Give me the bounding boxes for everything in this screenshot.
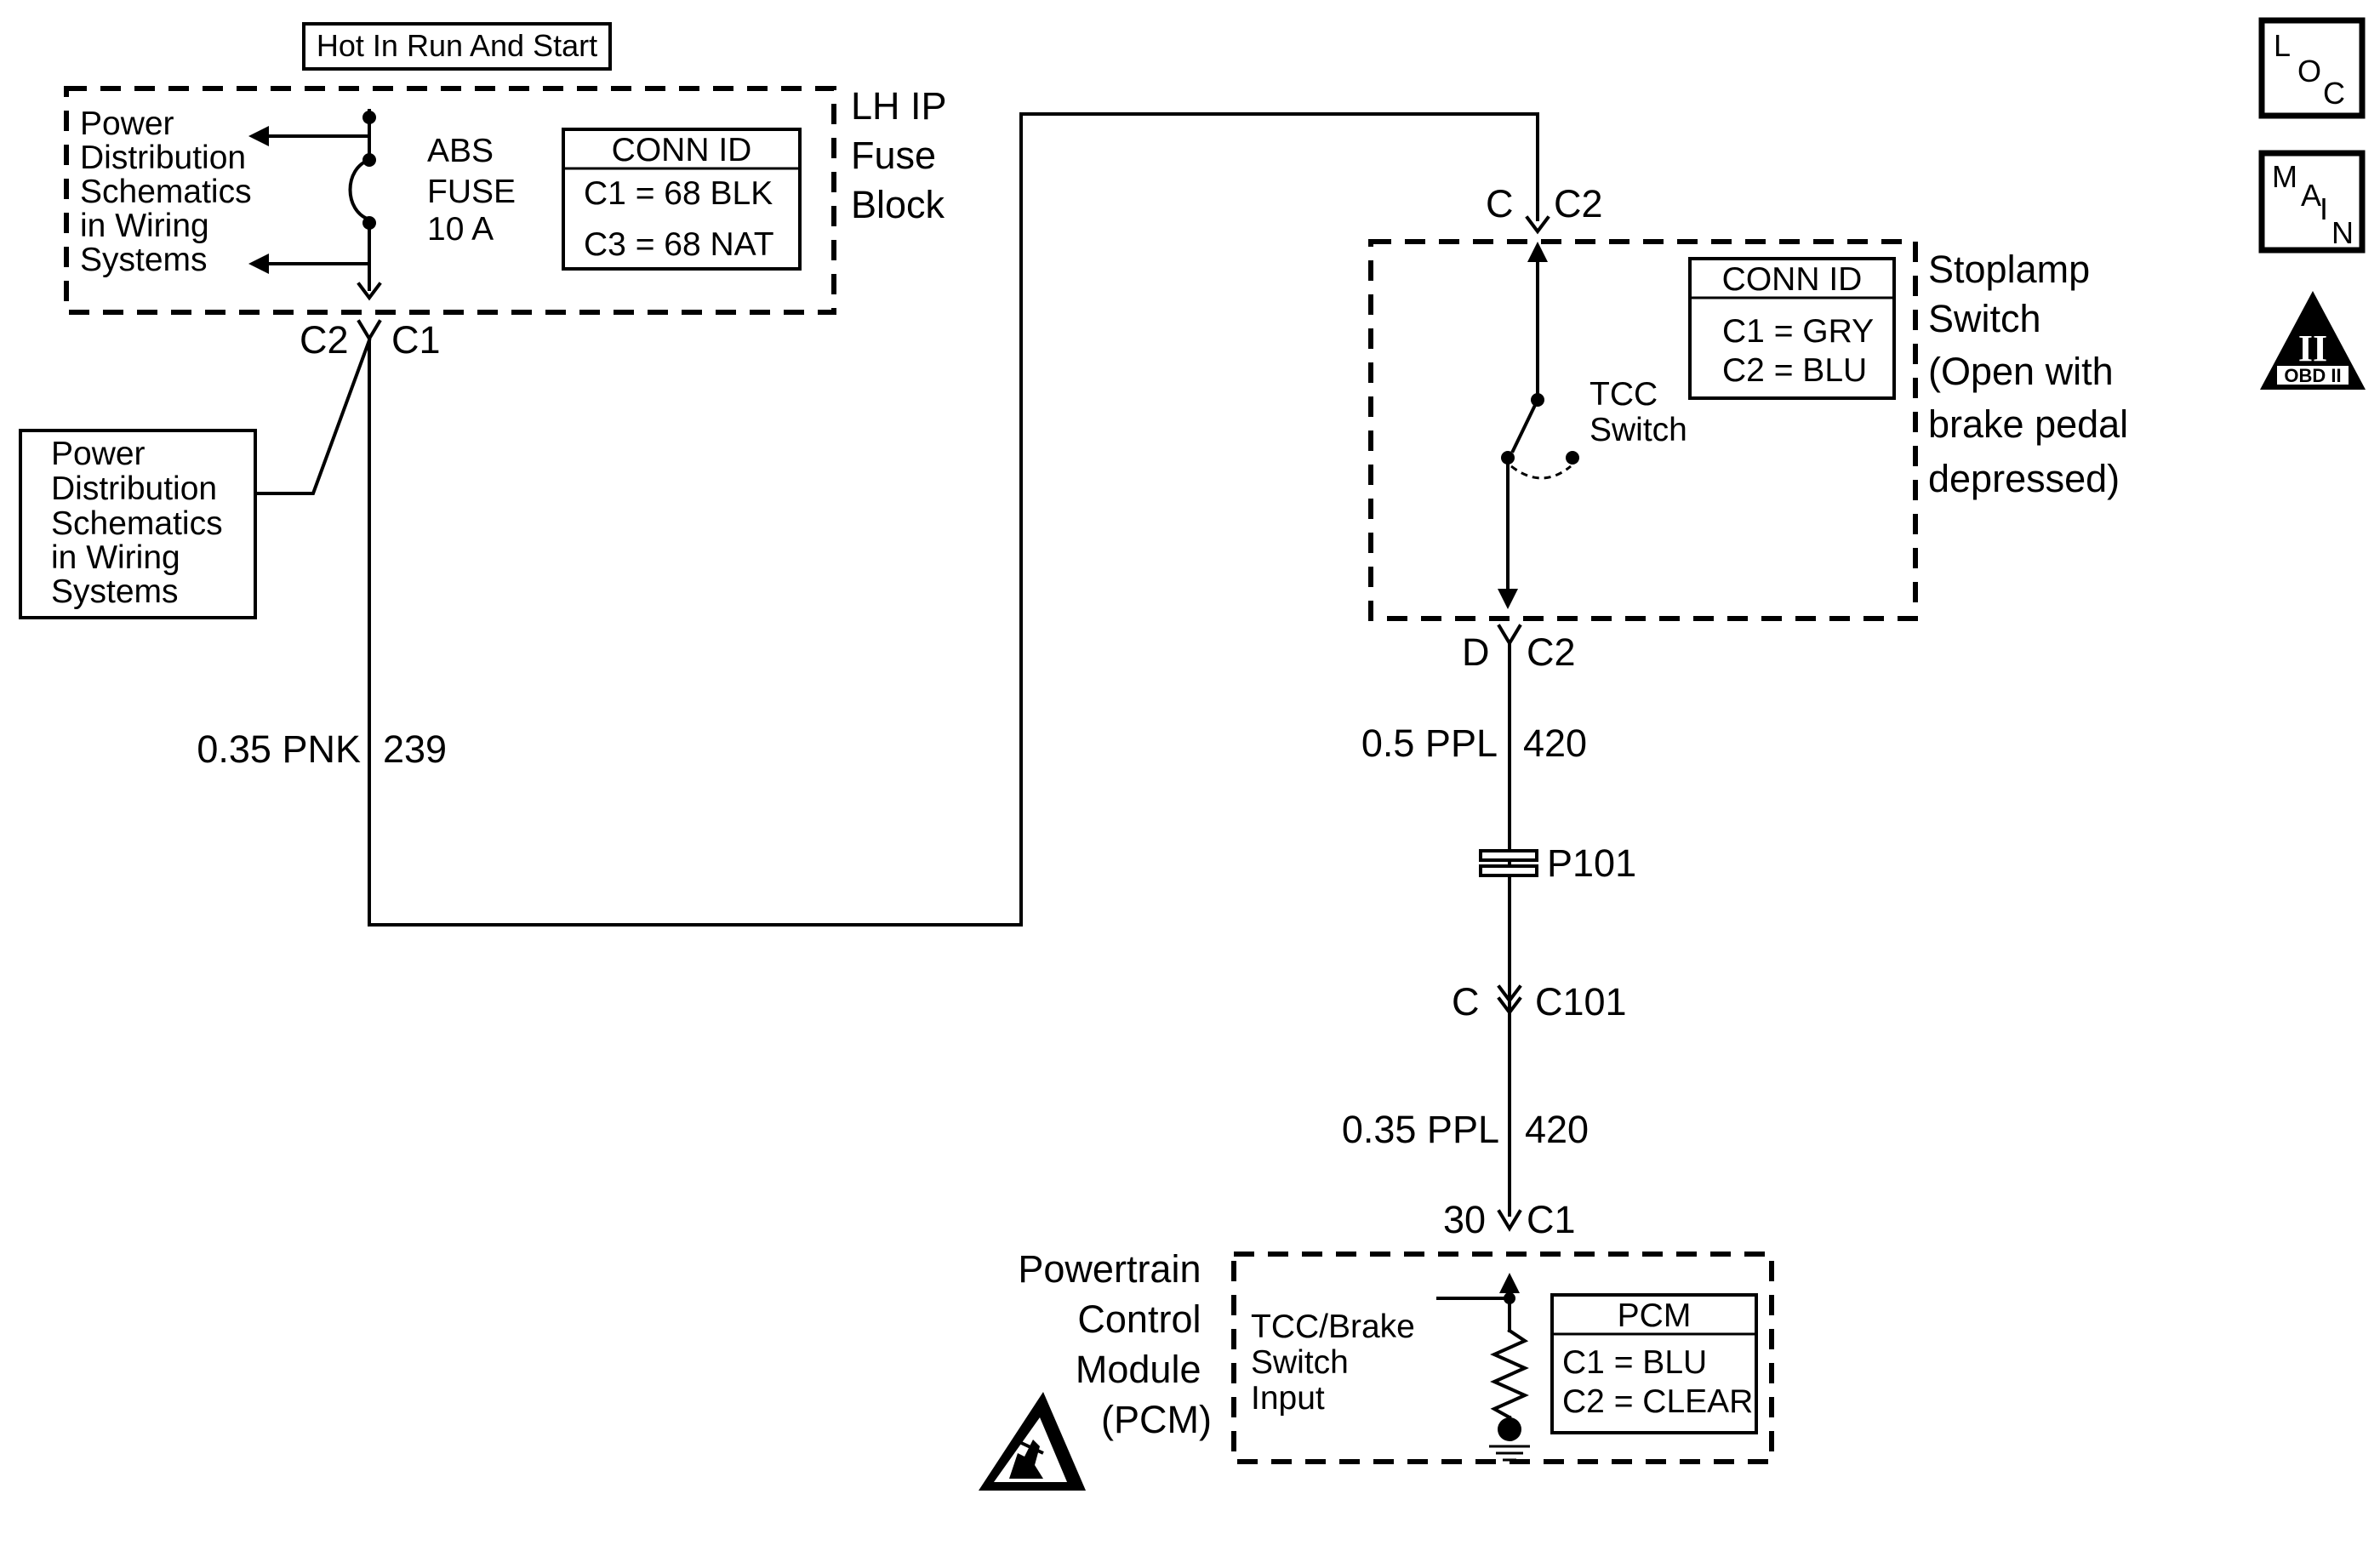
switch-travel-arc: [1510, 465, 1572, 480]
pcm-conn-id-box: [1550, 1293, 1758, 1434]
wire-420-lower-gauge: 0.35 PPL: [1342, 1108, 1499, 1151]
side-reference: Power Distribution Schematics in Wiring …: [19, 338, 372, 619]
side-reference-leader: [254, 338, 372, 495]
fuse-connector-pin: C2: [300, 318, 349, 362]
esd-warning-icon: [979, 1392, 1086, 1491]
fuse-conn-id-row: C1 = 68 BLK: [584, 175, 773, 212]
inline-connector-pin: C: [1452, 980, 1480, 1023]
pcm-conn-id-title: PCM: [1618, 1297, 1692, 1334]
pcm-input-arrow: [1499, 1273, 1520, 1293]
fuse-block-reference: Power Distribution Schematics in Wiring …: [80, 105, 260, 278]
pcm-conn-id-row: C2 = CLEAR: [1562, 1383, 1753, 1420]
stoplamp-top-pin: C: [1486, 182, 1514, 225]
hot-in-run-start-label: Hot In Run And Start: [317, 28, 597, 63]
stoplamp-bottom-pin: D: [1462, 630, 1490, 674]
switch-icon: [1510, 397, 1540, 453]
svg-text:M: M: [2272, 159, 2297, 194]
fuse-block: Hot In Run And Start Power Distribution …: [64, 22, 956, 362]
stoplamp-conn-id-title: CONN ID: [1722, 261, 1863, 298]
fuse-block-outline: [64, 86, 836, 315]
wire-420-lower-circuit: 420: [1525, 1108, 1589, 1151]
fuse-output-arrow: [357, 282, 382, 301]
wire-239-circuit: 239: [383, 727, 447, 771]
splice-pack-icon-lower: [1479, 864, 1538, 877]
ref-arrow-head-bottom: [248, 254, 269, 274]
ref-arrow-head-top: [248, 126, 269, 146]
fuse-conn-id-title: CONN ID: [612, 132, 752, 168]
wire-420: 0.5 PPL 420 P101 C C101 0.35 PPL 420: [1342, 641, 1636, 1217]
fuse-conn-id-box: [562, 128, 802, 271]
wire-420-upper-gauge: 0.5 PPL: [1361, 721, 1498, 765]
pcm-name: Powertrain Control Module (PCM): [1018, 1247, 1212, 1441]
svg-text:N: N: [2331, 215, 2354, 250]
inline-connector-name: C101: [1535, 980, 1627, 1023]
stoplamp-arrow-up: [1527, 242, 1548, 262]
pcm-connector-pin: 30: [1443, 1198, 1486, 1241]
svg-text:L: L: [2274, 28, 2291, 63]
svg-text:OBD II: OBD II: [2284, 365, 2341, 386]
abs-fuse-label: ABS FUSE 10 A: [427, 133, 525, 248]
stoplamp-conn-id-box: [1688, 257, 1896, 400]
side-reference-text: Power Distribution Schematics in Wiring …: [51, 436, 231, 610]
splice-pack-icon: [1479, 849, 1538, 862]
stoplamp-top-connector-symbol: [1525, 215, 1550, 235]
fuse-icon: [348, 157, 372, 222]
loc-icon[interactable]: L O C: [2258, 17, 2366, 119]
stoplamp-switch-outline: [1368, 239, 1918, 621]
stoplamp-conn-id-row: C1 = GRY: [1722, 313, 1874, 350]
stoplamp-conn-id-row: C2 = BLU: [1722, 352, 1867, 389]
pcm-connector-symbol: [1497, 1209, 1522, 1232]
splice-label: P101: [1547, 841, 1636, 885]
stoplamp-bottom-connector-symbol: [1497, 624, 1522, 647]
fuse-conn-id-row: C3 = 68 NAT: [584, 226, 774, 263]
wire-239: 0.35 PNK 239: [197, 112, 1539, 927]
wire-239-path: [368, 112, 1539, 927]
wire-420-upper-circuit: 420: [1523, 721, 1587, 765]
fuse-node-top: [362, 111, 376, 124]
svg-text:O: O: [2297, 54, 2321, 88]
stoplamp-bottom-connector-name: C2: [1527, 630, 1576, 674]
fuse-connector-name: C1: [391, 318, 441, 362]
obd-ii-icon[interactable]: II OBD II: [2260, 291, 2366, 390]
hot-in-run-start-box: [302, 22, 612, 71]
wire-239-gauge: 0.35 PNK: [197, 727, 361, 771]
stoplamp-switch-name: Stoplamp Switch (Open with brake pedal d…: [1928, 248, 2139, 500]
inline-connector-symbol-lower: [1497, 996, 1522, 1016]
resistor-icon: [1490, 1328, 1529, 1420]
stoplamp-arrow-down: [1498, 589, 1518, 609]
inline-connector-symbol: [1497, 984, 1522, 1004]
pcm-conn-id-row: C1 = BLU: [1562, 1344, 1707, 1381]
stoplamp-switch: C C2 TCC Switch CONN ID C1 = GRY C2 = BL…: [1368, 182, 2139, 674]
pcm: 30 C1 TCC/Brake Switch Input PCM C1 = BL…: [979, 1198, 1774, 1491]
svg-text:C: C: [2323, 76, 2345, 111]
pcm-input-label: TCC/Brake Switch Input: [1251, 1309, 1424, 1417]
ground-icon-lines: [1489, 1445, 1530, 1462]
main-icon[interactable]: M A I N: [2258, 150, 2366, 254]
tcc-switch-label: TCC Switch: [1590, 376, 1687, 448]
svg-text:A: A: [2301, 178, 2321, 213]
fuse-block-name: LH IP Fuse Block: [851, 84, 956, 226]
side-reference-box: [19, 429, 257, 619]
stoplamp-top-connector-name: C2: [1554, 182, 1603, 225]
ground-icon: [1498, 1417, 1521, 1441]
fuse-connector-symbol: [357, 319, 382, 342]
pcm-connector-name: C1: [1527, 1198, 1576, 1241]
svg-text:I: I: [2320, 191, 2328, 226]
svg-text:II: II: [2298, 328, 2327, 369]
switch-contact-open: [1566, 451, 1579, 465]
